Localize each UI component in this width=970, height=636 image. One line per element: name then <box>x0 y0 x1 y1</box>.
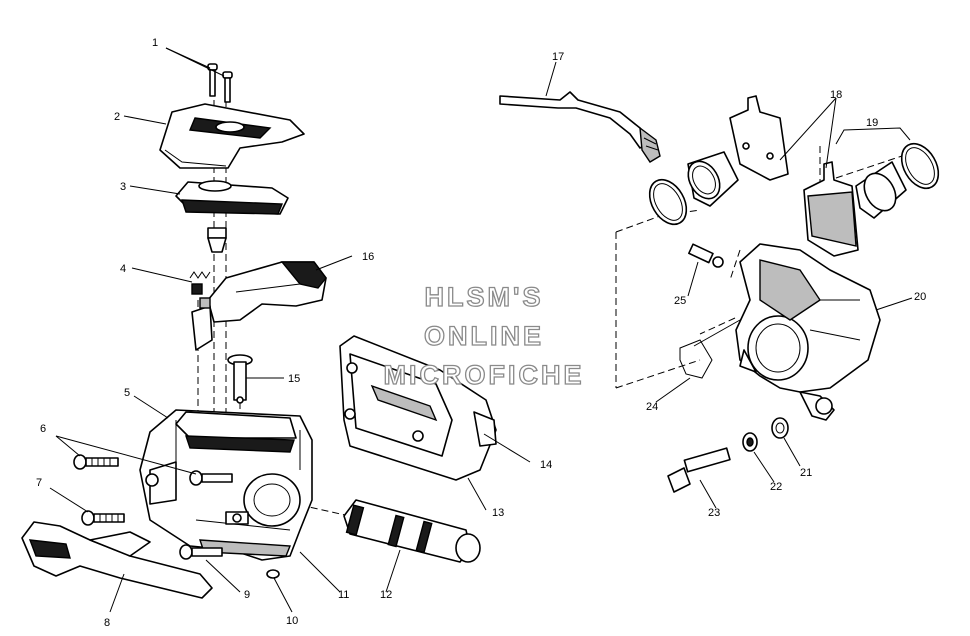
part-21-washer <box>771 417 789 439</box>
callout-24: 24 <box>646 401 658 413</box>
callout-2: 2 <box>114 111 120 123</box>
part-23-caliper-bolt <box>667 447 731 493</box>
part-9-screw <box>179 544 223 560</box>
callout-25: 25 <box>674 295 686 307</box>
caliper-piston-right <box>855 161 907 219</box>
callout-7: 7 <box>36 477 42 489</box>
part-22-washer <box>742 432 758 452</box>
callout-3: 3 <box>120 181 126 193</box>
callout-23: 23 <box>708 507 720 519</box>
watermark-line-2: ONLINE <box>424 321 544 351</box>
callout-19: 19 <box>866 117 878 129</box>
callout-labels: 1 2 3 4 5 6 7 8 9 10 11 12 13 14 15 16 1… <box>36 37 926 629</box>
callout-14: 14 <box>540 459 552 471</box>
callout-1: 1 <box>152 37 158 49</box>
part-5-master-cylinder-body <box>139 409 313 561</box>
part-6-mount-bolts <box>73 454 233 486</box>
callout-8: 8 <box>104 617 110 629</box>
part-19-brake-pad-right <box>803 161 859 257</box>
callout-4: 4 <box>120 263 126 275</box>
part-13-reservoir-housing <box>339 335 497 481</box>
part-25-bleeder-valve <box>688 243 724 268</box>
callout-18: 18 <box>830 89 842 101</box>
callout-11: 11 <box>338 589 349 601</box>
part-24-pad-clip <box>679 319 741 379</box>
callout-20: 20 <box>914 291 926 303</box>
part-7-screw <box>81 510 125 526</box>
part-16-boot <box>207 261 327 323</box>
caliper-seal-left <box>648 178 688 226</box>
part-20-caliper-body <box>735 243 881 421</box>
part-8-brake-lever <box>21 521 213 599</box>
part-18-brake-pad <box>729 95 789 181</box>
part-12-piston-assembly <box>343 499 481 563</box>
part-piston-tip <box>207 227 227 253</box>
callout-12: 12 <box>380 589 392 601</box>
part-10-clip <box>266 569 280 579</box>
callout-9: 9 <box>244 589 250 601</box>
part-3-diaphragm <box>175 180 289 215</box>
callout-6: 6 <box>40 423 46 435</box>
callout-13: 13 <box>492 507 504 519</box>
callout-5: 5 <box>124 387 130 399</box>
callout-10: 10 <box>286 615 298 627</box>
caliper-piston-left <box>687 151 739 207</box>
callout-16: 16 <box>362 251 374 263</box>
watermark: HLSM'S ONLINE MICROFICHE <box>383 281 585 390</box>
callout-22: 22 <box>770 481 782 493</box>
callout-17: 17 <box>552 51 564 63</box>
caliper-seal-right <box>900 142 940 190</box>
assembly-guides-right <box>615 146 921 389</box>
watermark-line-3: MICROFICHE <box>384 360 585 390</box>
part-bracket <box>191 297 213 351</box>
part-2-reservoir-cover <box>159 103 305 169</box>
callout-21: 21 <box>800 467 812 479</box>
callout-15: 15 <box>288 373 300 385</box>
part-15-pivot-pin <box>227 354 253 404</box>
part-17-brake-hose <box>499 91 661 163</box>
leader-lines <box>49 47 913 613</box>
part-4-spring <box>189 271 211 295</box>
watermark-line-1: HLSM'S <box>425 282 544 312</box>
